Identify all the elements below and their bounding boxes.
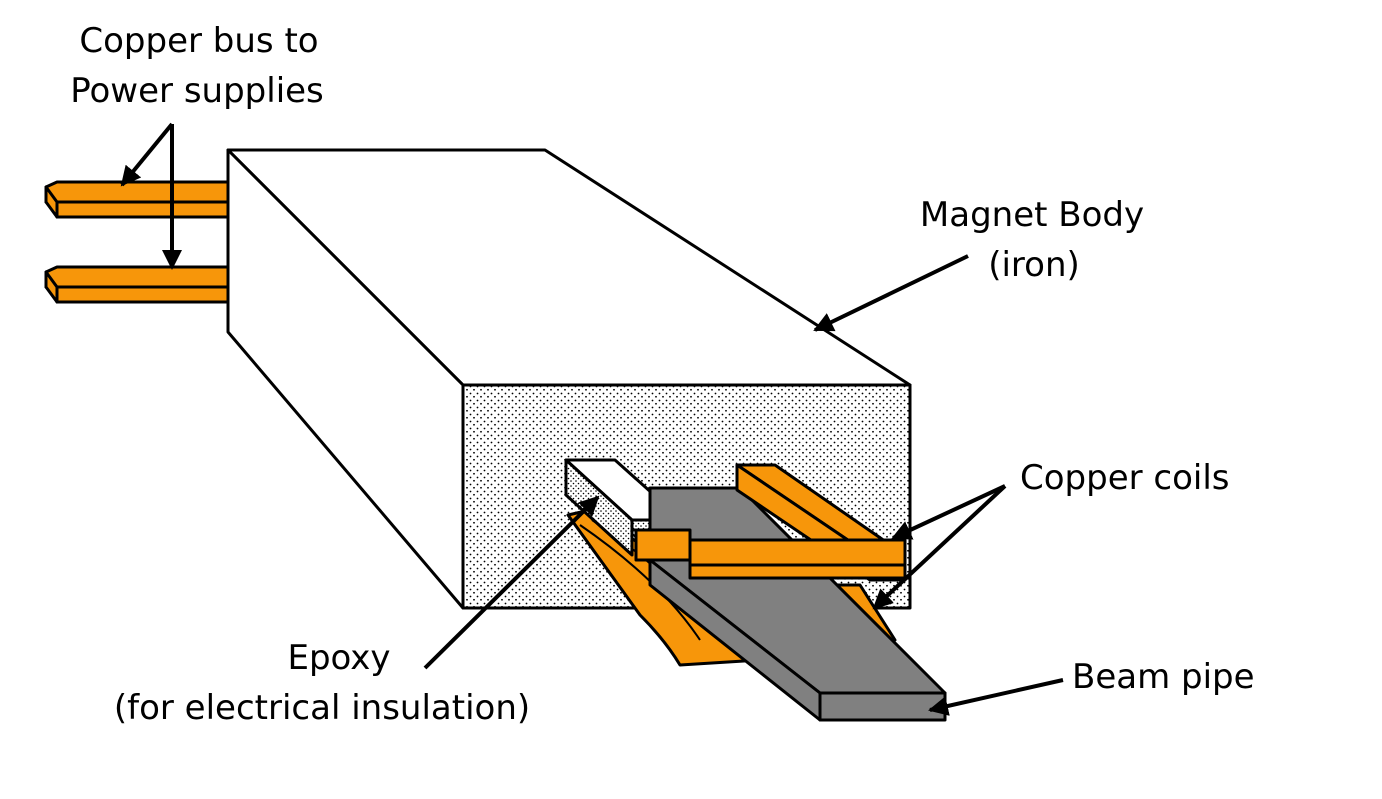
- label-magnet-body-line2: (iron): [988, 245, 1080, 285]
- arrow-copper-bus-upper: [120, 122, 174, 187]
- arrow-copper-coil-lower: [872, 484, 1007, 610]
- arrow-copper-coil-upper: [891, 484, 1006, 540]
- arrow-epoxy: [423, 495, 600, 670]
- copper-bus-bar-upper: [44, 180, 230, 219]
- label-magnet-body-line1: Magnet Body: [920, 195, 1144, 235]
- label-copper-bus-line1: Copper bus to: [79, 21, 318, 61]
- copper-bus-bar-lower: [44, 265, 230, 304]
- label-epoxy-line1: Epoxy: [287, 638, 390, 678]
- arrow-magnet-body: [813, 254, 969, 332]
- arrows: [120, 122, 1064, 716]
- label-copper-bus-line2: Power supplies: [70, 71, 324, 111]
- copper-coil-upper: [634, 463, 907, 582]
- label-beam-pipe: Beam pipe: [1072, 657, 1255, 697]
- label-copper-coils: Copper coils: [1020, 458, 1230, 498]
- arrow-beam-pipe: [928, 678, 1064, 716]
- label-epoxy-line2: (for electrical insulation): [114, 688, 530, 728]
